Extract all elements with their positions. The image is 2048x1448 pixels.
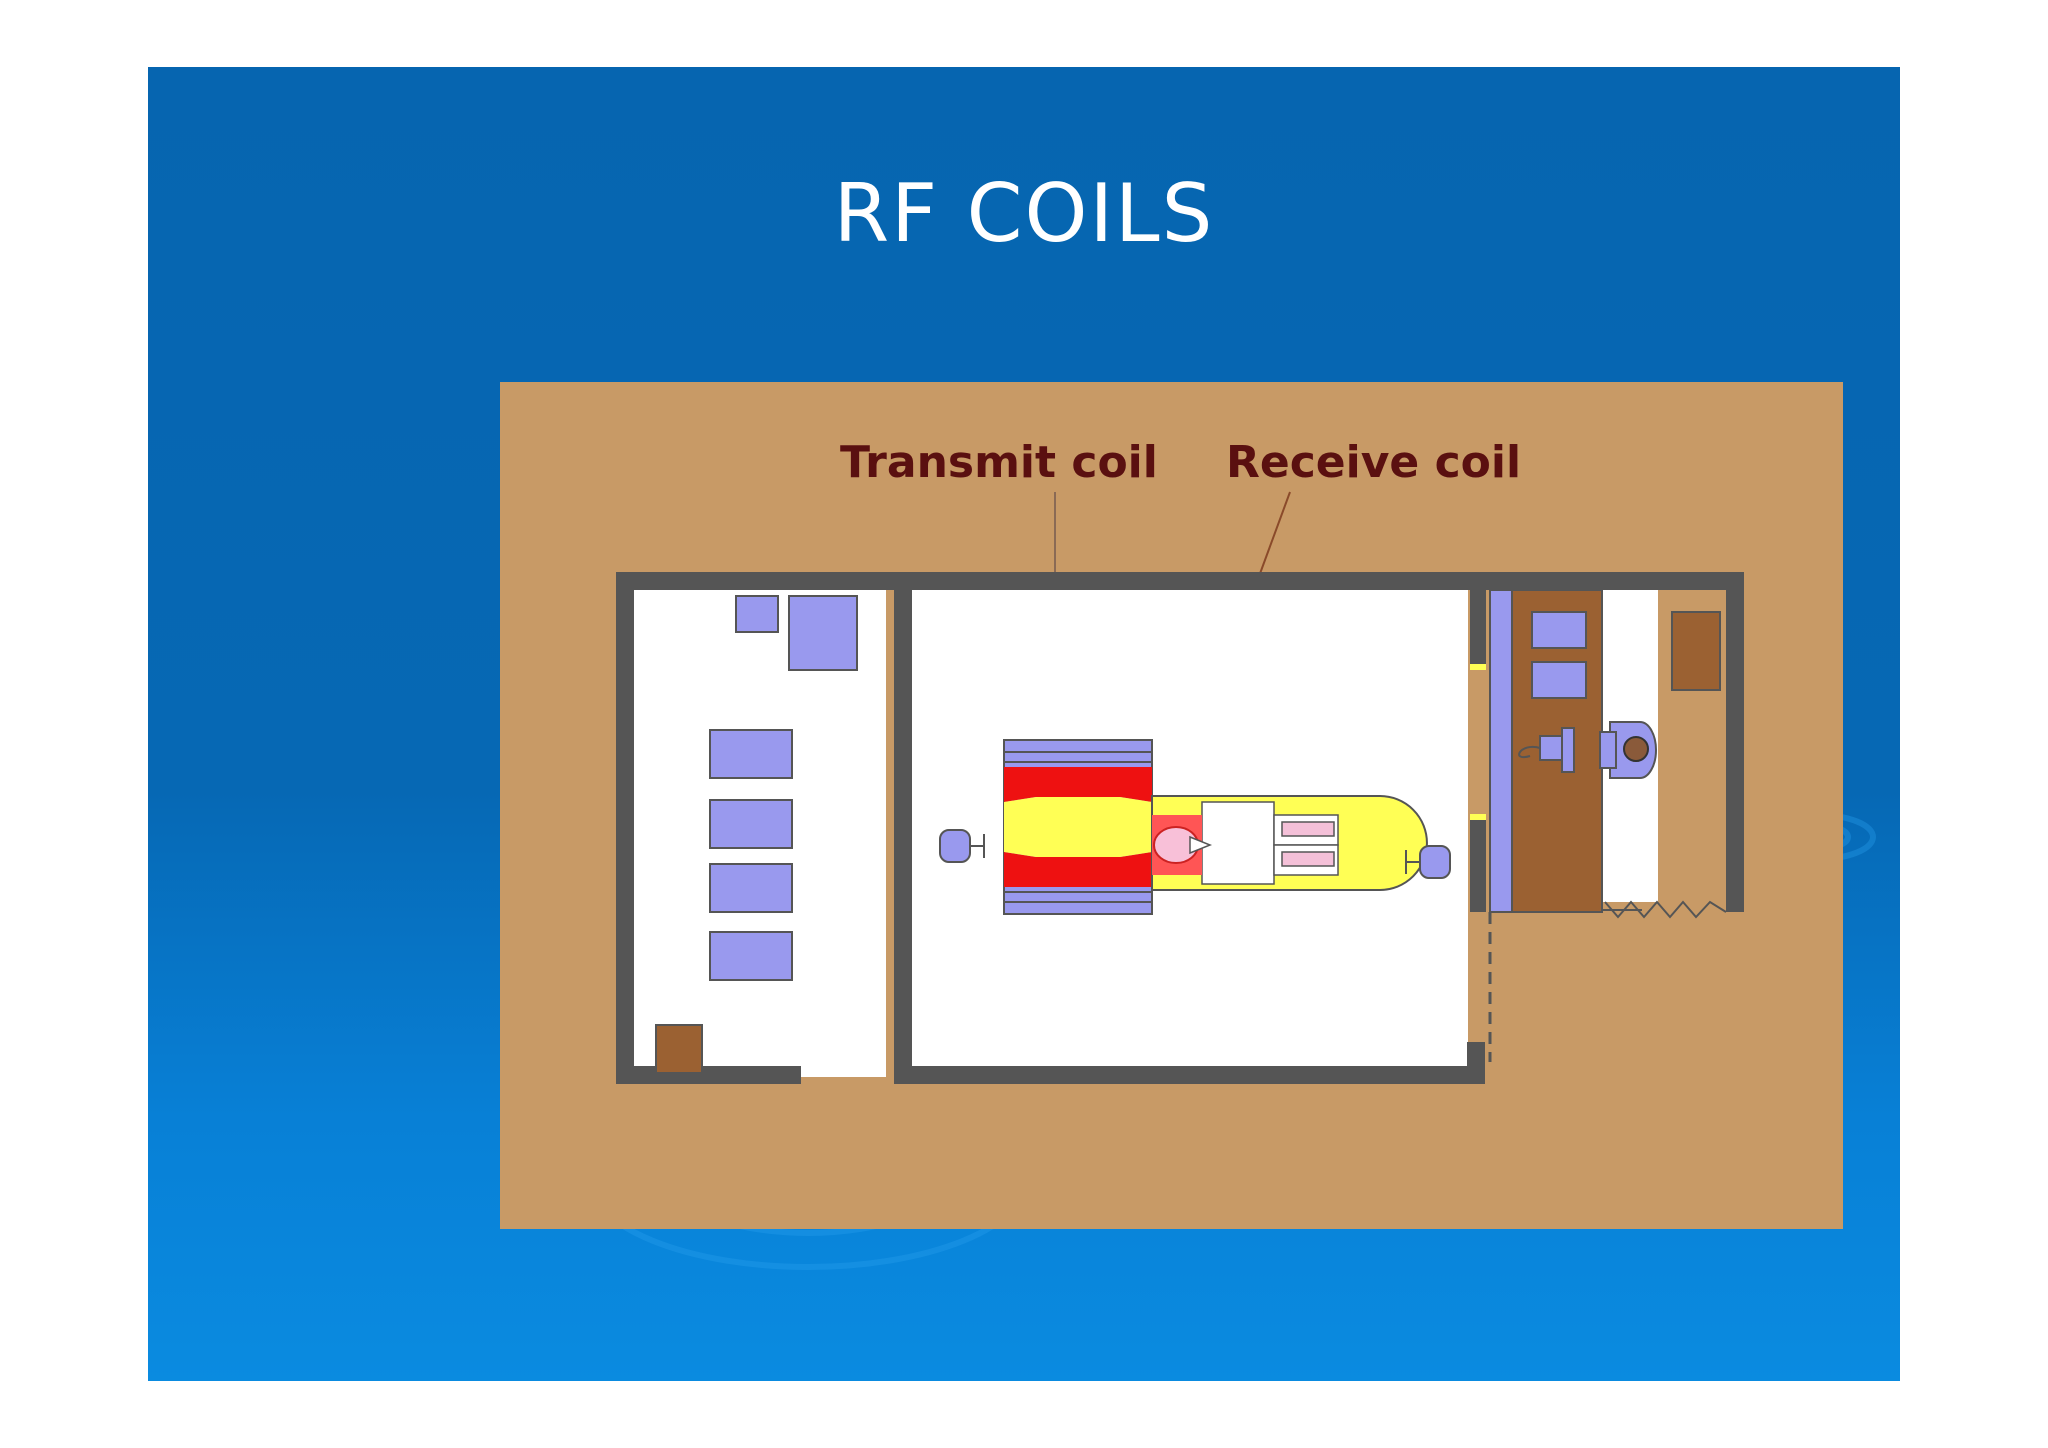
operator-figure (1599, 721, 1657, 779)
control-window-marker-bottom (1470, 814, 1486, 820)
control-partition-bottom (1470, 814, 1486, 912)
receive-coil-label: Receive coil (1226, 437, 1521, 488)
walls (616, 572, 1744, 1084)
equipment-cabinets (709, 595, 858, 981)
patient-figure (1201, 801, 1339, 885)
scanner-room-chair-left (939, 829, 985, 863)
receive-coil-head (1152, 815, 1213, 875)
control-desk-edge (1489, 589, 1513, 913)
transmit-coil-label: Transmit coil (840, 437, 1158, 488)
control-room-cabinet (1671, 611, 1721, 691)
control-window-marker-top (1470, 664, 1486, 670)
slide: RF COILS Transmit coil Receive coil (148, 67, 1900, 1381)
control-room-torn-edge (1604, 900, 1727, 919)
slide-title: RF COILS (833, 167, 1215, 260)
control-phone (1518, 727, 1575, 773)
mri-magnet (1003, 739, 1153, 915)
control-partition-top (1470, 590, 1486, 670)
scanner-room-chair-right (1405, 845, 1451, 879)
control-monitor-2 (1531, 661, 1587, 699)
mri-room-diagram: Transmit coil Receive coil (500, 382, 1843, 1229)
control-monitor-1 (1531, 611, 1587, 649)
equipment-room-cabinet-brown (655, 1024, 703, 1074)
